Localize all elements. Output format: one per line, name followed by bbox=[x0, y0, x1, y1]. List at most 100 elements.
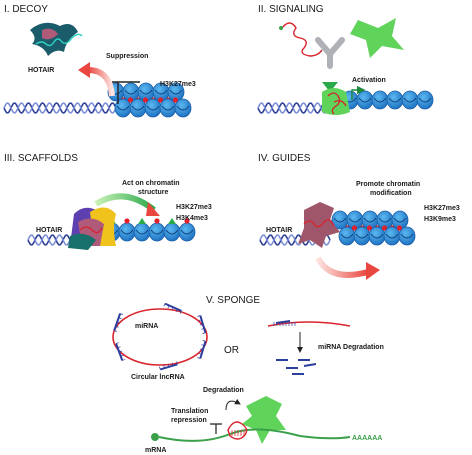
nucleosome-wrap bbox=[120, 229, 134, 235]
scaffold-protein-teal bbox=[68, 233, 96, 250]
circular-lncrna bbox=[112, 308, 208, 366]
panel-title-scaffolds: III. SCAFFOLDS bbox=[4, 153, 78, 164]
panel-title-signaling: II. SIGNALING bbox=[258, 4, 324, 15]
degradation-label: Degradation bbox=[203, 387, 244, 394]
nucleosome-wrap bbox=[358, 97, 372, 103]
scaffold-mark2: H3K4me3 bbox=[176, 215, 208, 222]
mirna-bond bbox=[117, 321, 121, 324]
sponge-protein bbox=[242, 396, 286, 444]
mirna-bond bbox=[202, 340, 206, 342]
mirna-bond bbox=[114, 330, 118, 332]
signaling-rna bbox=[281, 22, 323, 57]
mirna-bond bbox=[159, 366, 161, 370]
nucleosome-wrap bbox=[333, 217, 347, 223]
hotair-label-guides: HOTAIR bbox=[266, 227, 292, 234]
methyl-mark bbox=[351, 225, 358, 231]
mrna-strand bbox=[158, 428, 351, 442]
guides-rna bbox=[303, 219, 335, 228]
nucleosome-wrap bbox=[135, 229, 149, 235]
dna-strand bbox=[257, 102, 331, 114]
mirna-bond bbox=[115, 325, 119, 328]
methyl-mark bbox=[154, 218, 160, 224]
nucleosome bbox=[174, 98, 192, 118]
nucleosome bbox=[386, 90, 404, 110]
panel-scaffolds: III. SCAFFOLDS HOTAIR Act on chromatin s… bbox=[4, 153, 212, 250]
mirna-bond bbox=[198, 352, 202, 355]
nucleosome-array-decoy bbox=[107, 82, 192, 118]
mirna-bond bbox=[171, 307, 174, 311]
methyl-mark bbox=[127, 97, 134, 103]
nucleosome bbox=[401, 90, 419, 110]
mirna-bond bbox=[201, 328, 205, 330]
nucleosome bbox=[148, 222, 166, 242]
mirna-bond bbox=[202, 332, 206, 334]
mirna bbox=[199, 340, 207, 359]
dna-helix-decoy bbox=[3, 102, 120, 114]
nucleosome-wrap bbox=[388, 97, 402, 103]
nucleosome-wrap bbox=[165, 229, 179, 235]
mirna-bond bbox=[199, 323, 203, 326]
nucleosome-wrap bbox=[180, 229, 194, 235]
circular-mirnas bbox=[113, 302, 207, 371]
nucleosome-wrap bbox=[393, 217, 407, 223]
methyl-mark bbox=[142, 97, 149, 103]
mirna-bond bbox=[197, 315, 201, 317]
guides-action-line2: modification bbox=[370, 190, 412, 197]
nucleosome-wrap bbox=[131, 105, 145, 111]
nucleosome bbox=[371, 90, 389, 110]
panel-decoy: I. DECOY HOTAIR Suppression H3K27me3 bbox=[3, 4, 196, 118]
nucleosome-wrap bbox=[400, 233, 414, 239]
mirna-bond bbox=[167, 305, 170, 309]
activation-arrow bbox=[351, 85, 366, 100]
mirna-bond bbox=[117, 346, 121, 349]
mirna-bond bbox=[197, 357, 201, 359]
nucleosome-wrap bbox=[139, 89, 153, 95]
dna-helix-signaling bbox=[257, 102, 331, 114]
mirna bbox=[199, 315, 207, 334]
mirna-degradation-label: miRNA Degradation bbox=[318, 344, 384, 351]
guides-arrow bbox=[315, 256, 369, 278]
mirna-bond bbox=[171, 362, 174, 366]
nucleosome-wrap bbox=[154, 89, 168, 95]
nucleosome-wrap bbox=[403, 97, 417, 103]
panel-title-decoy: I. DECOY bbox=[4, 4, 48, 15]
nucleosome-array-signaling bbox=[341, 90, 434, 110]
guides-action-line1: Promote chromatin bbox=[356, 181, 420, 188]
active-mark bbox=[138, 218, 146, 224]
mirna-bond bbox=[163, 303, 166, 307]
scaffold-mark1: H3K27me3 bbox=[176, 204, 212, 211]
active-mark bbox=[168, 218, 176, 224]
methyl-mark bbox=[381, 225, 388, 231]
decoy-arrow-head bbox=[78, 62, 90, 78]
methyl-mark bbox=[396, 225, 403, 231]
nucleosome-wrap bbox=[176, 105, 190, 111]
mirna-bond bbox=[115, 342, 120, 344]
nucleosome-wrap bbox=[348, 217, 362, 223]
scaffold-action-line1: Act on chromatin bbox=[122, 180, 180, 187]
decoy-mark-label: H3K27me3 bbox=[160, 81, 196, 88]
polya-label: AAAAAA bbox=[352, 435, 382, 442]
panel-sponge: V. SPONGE miRNA Circular lncRNA OR miRNA… bbox=[112, 295, 384, 454]
mrna-label: mRNA bbox=[145, 447, 166, 454]
degradation-rna-strand bbox=[267, 321, 351, 327]
nucleosome bbox=[356, 90, 374, 110]
methyl-mark bbox=[124, 218, 130, 224]
mirna-bond bbox=[198, 319, 202, 322]
panel-title-sponge: V. SPONGE bbox=[206, 295, 260, 306]
signaling-bound-rna bbox=[327, 92, 347, 115]
rna-cap bbox=[279, 26, 283, 30]
dna-strand bbox=[3, 102, 120, 114]
mirna-bond bbox=[179, 310, 182, 314]
methyl-mark bbox=[172, 97, 179, 103]
nucleosome-wrap bbox=[146, 105, 160, 111]
panel-guides: IV. GUIDES HOTAIR Promote chromatin modi… bbox=[258, 153, 460, 280]
scaffold-arrow-head bbox=[146, 202, 160, 216]
mirna-bond bbox=[120, 354, 124, 357]
suppression-bar bbox=[112, 81, 140, 104]
nucleosome-wrap bbox=[150, 229, 164, 235]
panel-title-guides: IV. GUIDES bbox=[258, 153, 311, 164]
translation-line1: Translation bbox=[171, 408, 208, 415]
activation-label: Activation bbox=[352, 77, 386, 84]
nucleosome-wrap bbox=[363, 217, 377, 223]
